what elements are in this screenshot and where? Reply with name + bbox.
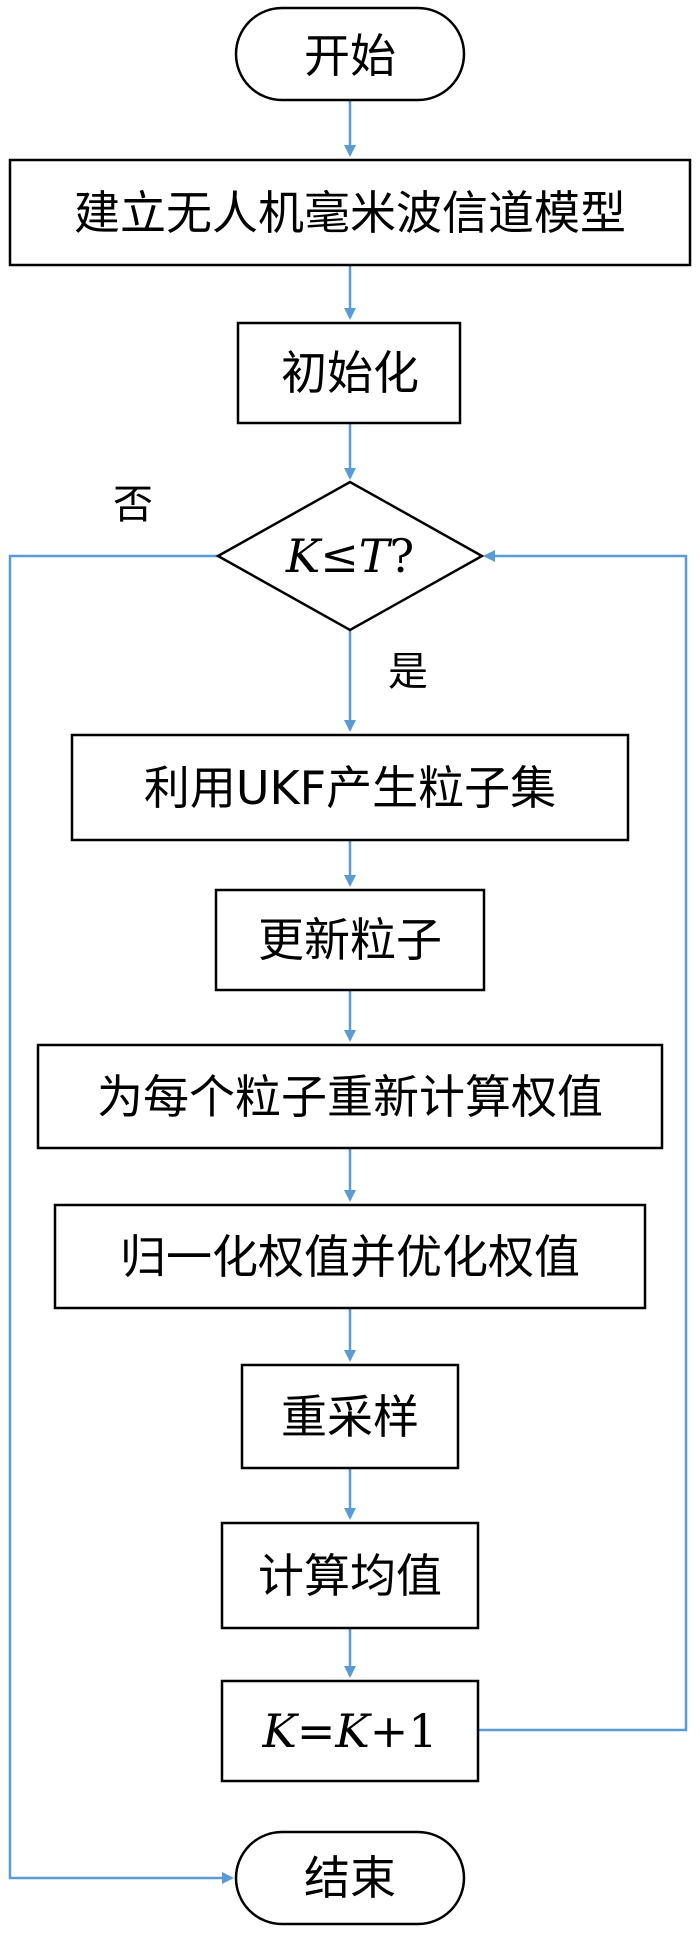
condition-bound: T: [359, 529, 393, 583]
condition-label: K≤T?: [285, 529, 414, 583]
no-label: 否: [113, 482, 153, 528]
condition-op: ≤: [320, 529, 359, 583]
mean-label: 计算均值: [258, 1549, 442, 1603]
increment-node: K=K+1: [220, 1679, 480, 1783]
end-node: 结束: [234, 1830, 466, 1926]
resample-node: 重采样: [240, 1363, 460, 1470]
increment-label: K=K+1: [261, 1704, 437, 1758]
update-label: 更新粒子: [258, 913, 442, 967]
ukf-label: 利用UKF产生粒子集: [144, 761, 556, 815]
connectors: [8, 100, 688, 1884]
update-node: 更新粒子: [214, 888, 486, 992]
init-label: 初始化: [281, 346, 419, 400]
resample-label: 重采样: [281, 1390, 419, 1444]
condition-question: ?: [389, 529, 414, 583]
yes-label: 是: [388, 649, 428, 695]
increment-rhs: K: [334, 1704, 372, 1758]
weights-label: 为每个粒子重新计算权值: [97, 1070, 603, 1124]
model-label: 建立无人机毫米波信道模型: [74, 186, 626, 240]
increment-lhs: K: [261, 1704, 299, 1758]
ukf-node: 利用UKF产生粒子集: [70, 733, 630, 842]
weights-node: 为每个粒子重新计算权值: [36, 1043, 664, 1150]
init-node: 初始化: [236, 321, 462, 425]
normalize-label: 归一化权值并优化权值: [120, 1230, 580, 1284]
loop-back-arrow: [478, 550, 688, 1732]
normalize-node: 归一化权值并优化权值: [53, 1203, 647, 1310]
start-label: 开始: [304, 29, 396, 83]
increment-plus: +1: [370, 1704, 438, 1758]
end-label: 结束: [304, 1851, 396, 1905]
condition-node: K≤T?: [215, 480, 485, 632]
model-node: 建立无人机毫米波信道模型: [8, 158, 692, 267]
start-node: 开始: [234, 6, 466, 102]
condition-var: K: [285, 529, 323, 583]
no-branch-arrow: [8, 554, 234, 1884]
increment-eq: =: [297, 1704, 336, 1758]
mean-node: 计算均值: [220, 1521, 480, 1630]
